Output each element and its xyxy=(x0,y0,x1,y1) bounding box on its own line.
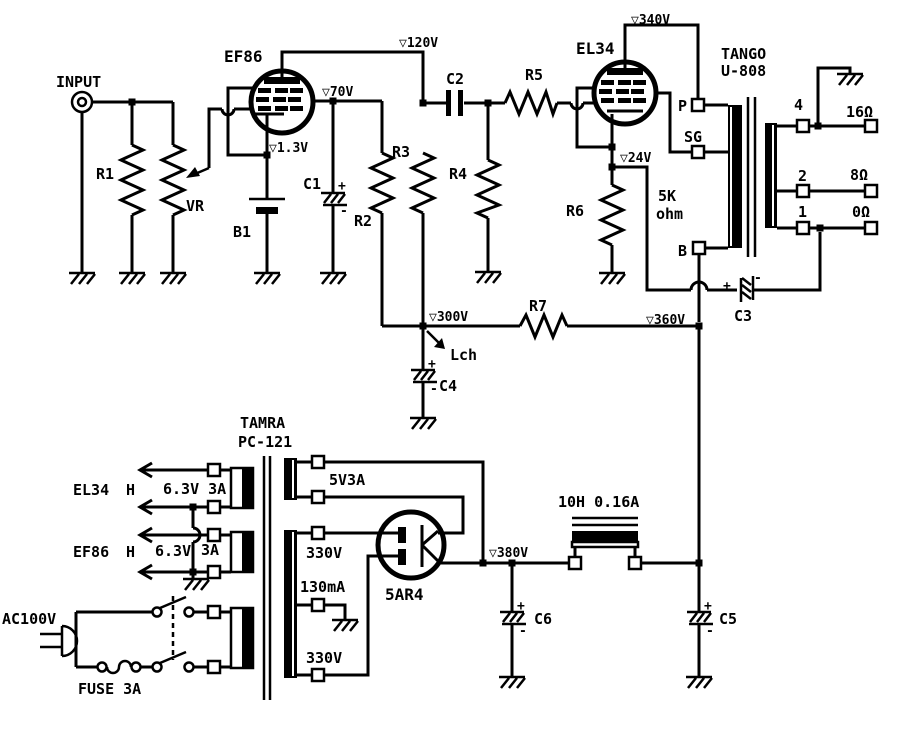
power-transformer xyxy=(229,456,297,700)
voltage-1-3v: ▽1.3V xyxy=(269,141,308,156)
opt-tap2: 2 xyxy=(798,167,807,185)
vr-label: VR xyxy=(186,197,205,215)
el34-tube xyxy=(591,59,659,127)
choke xyxy=(570,516,640,549)
opt-model: U-808 xyxy=(721,62,766,80)
voltage-70v: ▽70V xyxy=(322,85,353,100)
output-transformer xyxy=(728,97,777,257)
el34-heater-tube: EL34 xyxy=(73,481,109,499)
c1-minus: - xyxy=(340,204,348,219)
c3-label: C3 xyxy=(734,307,752,325)
c4-label: C4 xyxy=(439,377,457,395)
ef86-heater-tube: EF86 xyxy=(73,543,109,561)
c6-label: C6 xyxy=(534,610,552,628)
r1-label: R1 xyxy=(96,165,114,183)
voltage-24v: ▽24V xyxy=(620,151,651,166)
voltage-360v: ▽360V xyxy=(646,313,685,328)
ef86-label: EF86 xyxy=(224,47,263,66)
c4-minus: - xyxy=(430,382,438,397)
opt-tap4: 4 xyxy=(794,96,803,114)
hv-bottom-label: 330V xyxy=(306,649,342,667)
hv-top-label: 330V xyxy=(306,544,342,562)
lch-label: Lch xyxy=(450,346,477,364)
r6-label: R6 xyxy=(566,202,584,220)
r4-label: R4 xyxy=(449,165,467,183)
opt-b-label: B xyxy=(678,242,687,260)
opt-out0: 0Ω xyxy=(852,203,870,221)
choke-label: 10H 0.16A xyxy=(558,493,639,511)
rectifier-winding-label: 5V3A xyxy=(329,471,365,489)
opt-out16: 16Ω xyxy=(846,103,873,121)
ef86-heater-amps: 3A xyxy=(201,541,219,559)
c5-plus: + xyxy=(704,599,712,614)
c2-label: C2 xyxy=(446,70,464,88)
pt-model: PC-121 xyxy=(238,433,292,451)
pt-brand: TAMRA xyxy=(240,414,285,432)
ef86-tube xyxy=(248,68,316,136)
c4-plus: + xyxy=(428,357,436,372)
input-label: INPUT xyxy=(56,73,101,91)
rectifier-tube xyxy=(375,509,447,581)
voltage-300v: ▽300V xyxy=(429,310,468,325)
voltage-340v: ▽340V xyxy=(631,13,670,28)
electrolytic-capacitors xyxy=(319,191,755,626)
r2-label: R2 xyxy=(354,212,372,230)
opt-impedance-2: ohm xyxy=(656,205,683,223)
el34-label: EL34 xyxy=(576,39,615,58)
opt-p-label: P xyxy=(678,97,687,115)
resistors xyxy=(117,87,627,341)
ct-label: 130mA xyxy=(300,578,345,596)
wires-power-supply xyxy=(40,460,701,677)
c5-label: C5 xyxy=(719,610,737,628)
voltage-380v: ▽380V xyxy=(489,546,528,561)
c3-plus: + xyxy=(723,279,731,294)
opt-brand: TANGO xyxy=(721,45,766,63)
r7-label: R7 xyxy=(529,297,547,315)
ef86-heater-volts: 6.3V xyxy=(155,542,191,560)
opt-sg-label: SG xyxy=(684,128,702,146)
ef86-heater-h: H xyxy=(126,543,135,561)
el34-heater-h: H xyxy=(126,481,135,499)
b1-label: B1 xyxy=(233,223,251,241)
c1-label: C1 xyxy=(303,175,321,193)
r5-label: R5 xyxy=(525,66,543,84)
c6-minus: - xyxy=(519,624,527,639)
c1-plus: + xyxy=(338,179,346,194)
c5-minus: - xyxy=(706,624,714,639)
el34-heater-rating: 6.3V 3A xyxy=(163,480,226,498)
c6-plus: + xyxy=(517,599,525,614)
opt-tap1: 1 xyxy=(798,203,807,221)
mains-label: AC100V xyxy=(2,610,56,628)
opt-impedance-1: 5K xyxy=(658,187,676,205)
opt-out8: 8Ω xyxy=(850,166,868,184)
voltage-120v: ▽120V xyxy=(399,36,438,51)
c3-minus: - xyxy=(754,271,762,286)
fuse-label: FUSE 3A xyxy=(78,680,141,698)
r3-label: R3 xyxy=(392,143,410,161)
rectifier-label: 5AR4 xyxy=(385,585,424,604)
